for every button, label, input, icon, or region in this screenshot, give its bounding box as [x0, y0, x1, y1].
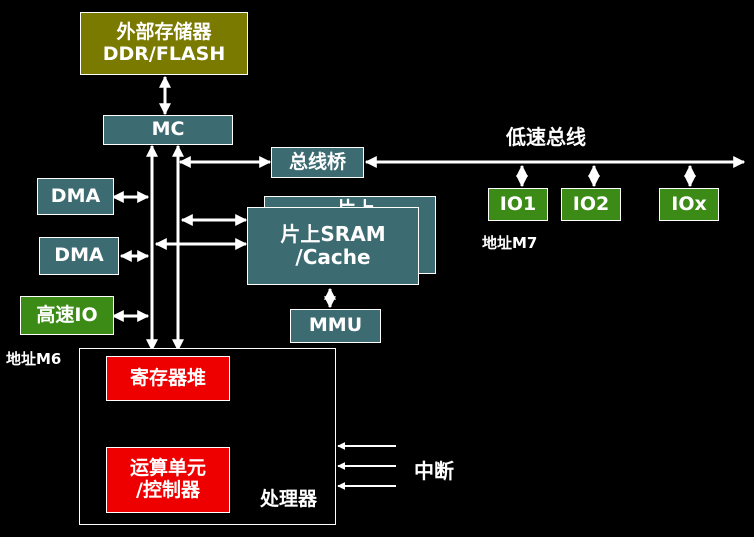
alu-line2: /控制器 — [136, 479, 200, 501]
mmu-box: MMU — [290, 309, 381, 343]
sram-cache-box: 片上SRAM /Cache — [247, 207, 419, 285]
sram-line1: 片上SRAM — [280, 222, 386, 246]
external-storage-line2: DDR/FLASH — [102, 42, 226, 65]
address-m6-label: 地址M6 — [6, 350, 62, 368]
low-speed-bus-label: 低速总线 — [506, 125, 586, 149]
alu-line1: 运算单元 — [129, 457, 206, 480]
dma-box-1: DMA — [37, 178, 114, 215]
bus-bridge-box: 总线桥 — [271, 147, 364, 178]
external-storage-box: 外部存储器 DDR/FLASH — [80, 12, 248, 75]
memory-controller-box: MC — [103, 115, 233, 145]
external-storage-line1: 外部存储器 — [116, 20, 212, 43]
processor-label: 处理器 — [260, 488, 318, 510]
high-speed-io-box: 高速IO — [20, 296, 114, 335]
io-box-1: IO1 — [488, 188, 548, 221]
address-m7-label: 地址M7 — [482, 234, 538, 252]
dma-box-2: DMA — [39, 237, 119, 275]
io-box-2: IO2 — [561, 188, 621, 221]
alu-controller-box: 运算单元 /控制器 — [106, 447, 230, 513]
io-box-x: IOx — [659, 188, 719, 221]
interrupt-label: 中断 — [414, 459, 454, 483]
register-file-box: 寄存器堆 — [106, 356, 230, 401]
sram-line2: /Cache — [295, 245, 371, 269]
